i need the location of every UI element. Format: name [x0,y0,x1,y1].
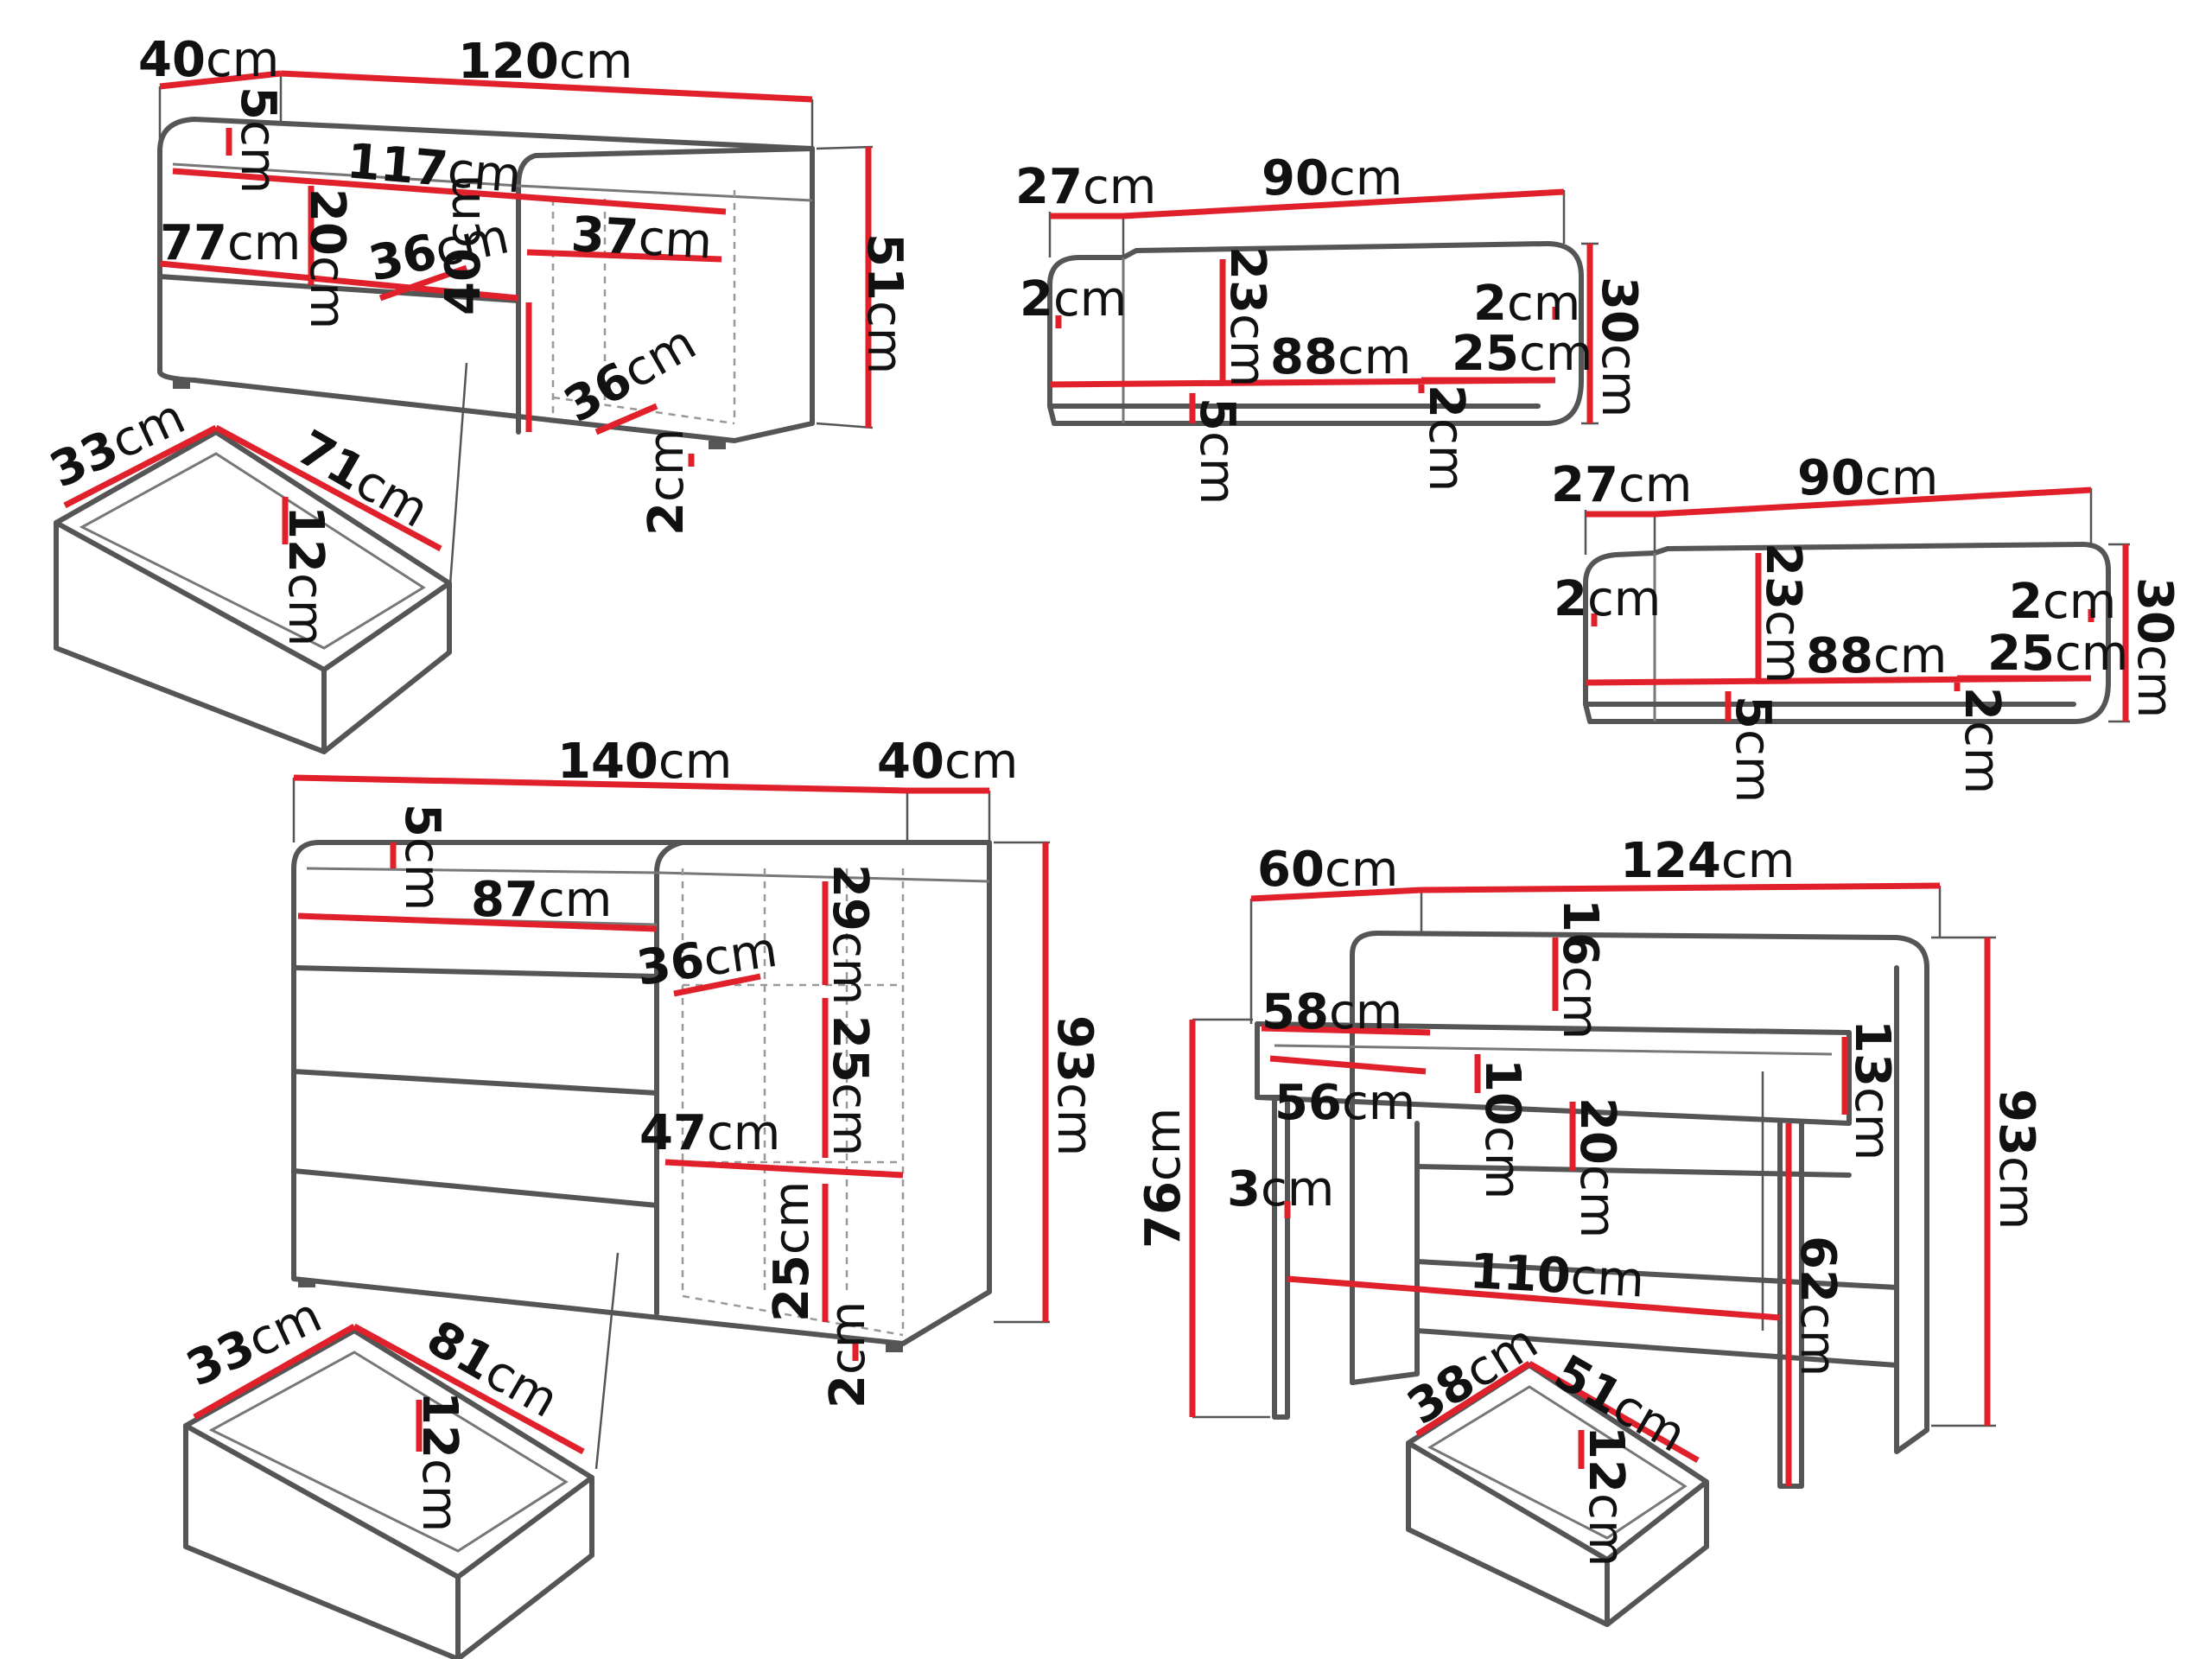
label-cabinet-door-height: 40cm [435,175,492,315]
label-cabinet-inner-width: 117cm [345,133,524,204]
label-sideboard-top-thickness: 5cm [394,804,450,911]
label-shelf1-shelf-depth: 25cm [1452,326,1592,382]
label-shelf2-side-thickness-right: 2cm [2009,574,2116,630]
label-drawer1-height: 12cm [277,505,334,646]
label-drawer3-height: 12cm [1578,1426,1634,1567]
label-cabinet-width: 120cm [458,34,632,90]
label-sideboard-middle-shelf-height: 25cm [822,1015,878,1156]
label-cabinet-depth: 40cm [138,32,279,88]
label-sideboard-upper-shelf-height: 29cm [822,864,878,1005]
label-shelf1-side-thickness-left: 2cm [1020,271,1127,327]
label-shelf2-depth: 27cm [1551,457,1692,513]
wall-shelf-1: 27cm 90cm 2cm 23cm 2cm 30cm 88cm 25cm 5c… [1015,150,1647,505]
label-shelf1-inner-height: 23cm [1219,246,1275,387]
label-shelf1-bottom-thickness: 2cm [1418,385,1474,492]
wall-shelf-2: 27cm 90cm 2cm 23cm 2cm 30cm 88cm 25cm 5c… [1551,450,2183,803]
label-shelf2-side-thickness-left: 2cm [1554,571,1661,627]
label-cabinet-door-width: 37cm [569,207,713,270]
label-desk-height: 76cm [1135,1108,1192,1249]
desk-drawer: 38cm 51cm 12cm [1398,1313,1709,1627]
sideboard-drawer: 33cm 81cm 12cm [178,1287,594,1659]
label-shelf2-inner-width: 88cm [1806,628,1947,684]
label-shelf1-bottom-height: 5cm [1189,397,1245,505]
label-desk-total-height: 93cm [1988,1089,2044,1230]
label-cabinet-top-thickness: 5cm [230,86,286,194]
label-shelf2-bottom-thickness: 2cm [1954,687,2010,794]
label-desk-depth: 60cm [1257,842,1398,898]
label-sideboard-depth: 40cm [877,734,1018,790]
label-desk-worktop-thickness: 10cm [1474,1058,1530,1199]
label-cabinet-open-width: 77cm [160,215,301,271]
label-cabinet-shelf-height: 20cm [299,188,355,329]
label-sideboard-inner-width: 47cm [639,1105,780,1161]
label-desk-inner-depth: 56cm [1274,1075,1415,1131]
low-cabinet: 40cm 120cm 5cm 117cm 20cm 77cm 36cm 37cm… [138,32,912,597]
label-desk-width: 124cm [1620,833,1795,889]
label-desk-worktop-depth: 58cm [1262,984,1402,1040]
label-cabinet-open-depth: 36cm [364,208,513,293]
label-shelf2-height: 30cm [2126,577,2183,718]
label-shelf2-shelf-depth: 25cm [1987,626,2128,682]
label-sideboard-open-depth: 36cm [633,922,781,997]
label-desk-leg-height: 62cm [1789,1236,1846,1376]
label-drawer1-depth: 33cm [41,389,193,499]
label-shelf2-bottom-height: 5cm [1725,696,1781,803]
label-cabinet-foot-height: 2cm [639,429,695,536]
label-sideboard-open-width: 87cm [471,872,612,928]
label-sideboard-foot-height: 2cm [820,1301,876,1408]
label-sideboard-lower-shelf-height: 25cm [764,1181,820,1322]
desk: 60cm 124cm 16cm 58cm 13cm 56cm 10cm 76cm… [1135,833,2044,1489]
label-sideboard-width: 140cm [557,734,732,790]
label-shelf1-depth: 27cm [1015,159,1156,215]
label-shelf1-width: 90cm [1262,150,1402,207]
label-shelf1-height: 30cm [1591,276,1647,417]
low-cabinet-drawer: 33cm 71cm 12cm [41,389,452,754]
label-cabinet-height: 51cm [856,233,912,374]
label-shelf1-inner-width: 88cm [1270,329,1411,385]
label-shelf2-inner-height: 23cm [1755,543,1811,683]
label-shelf1-side-thickness-right: 2cm [1473,276,1580,332]
sideboard: 140cm 40cm 5cm 87cm 29cm 36cm 25cm 93cm … [291,734,1103,1470]
label-desk-drawer-height: 20cm [1569,1097,1625,1238]
label-desk-top-height: 16cm [1552,899,1608,1039]
label-sideboard-height: 93cm [1046,1015,1103,1156]
label-drawer2-height: 12cm [411,1391,467,1532]
label-desk-leg-thickness: 3cm [1227,1161,1334,1217]
label-desk-drawer-front-height: 13cm [1844,1020,1900,1160]
label-shelf2-width: 90cm [1797,450,1938,506]
label-desk-inner-width: 110cm [1468,1243,1645,1308]
